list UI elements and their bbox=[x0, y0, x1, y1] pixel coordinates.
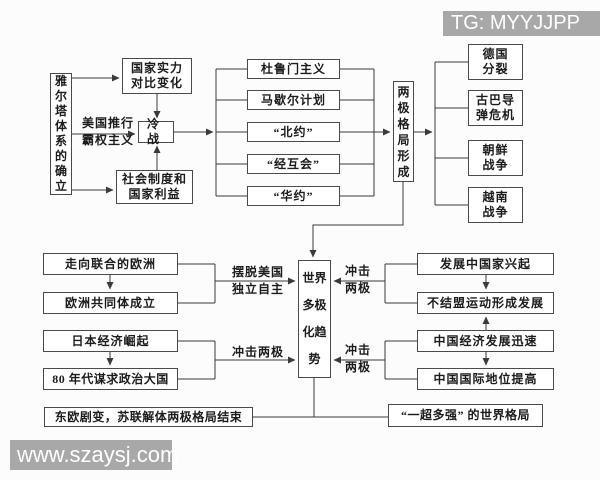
edge-bipolar-to-multipolar bbox=[309, 182, 404, 258]
node-cold-war: 冷战 bbox=[138, 117, 174, 146]
node-china-economy: 中国经济发展迅速 bbox=[417, 330, 554, 352]
node-eastern-europe-upheaval: 东欧剧变，苏联解体两极格局结束 bbox=[44, 407, 253, 427]
node-national-strength: 国家实力 对比变化 bbox=[122, 58, 192, 94]
node-social-system: 社会制度和 国家利益 bbox=[116, 170, 193, 204]
node-korean-war: 朝鲜 战争 bbox=[468, 140, 523, 176]
node-germany-split: 德国 分裂 bbox=[468, 44, 523, 80]
edges-developing bbox=[333, 263, 490, 304]
node-comecon: “经互会” bbox=[247, 154, 340, 174]
node-bipolar-pattern: 两 极 格 局 形 成 bbox=[393, 81, 414, 182]
node-cuban-missile-crisis: 古巴导 弹危机 bbox=[468, 90, 523, 126]
edges-bottom bbox=[253, 378, 388, 418]
node-china-status: 中国国际地位提高 bbox=[417, 368, 554, 390]
label-impact-bipolar-right-top: 冲击 两极 bbox=[344, 264, 371, 295]
edges-europe bbox=[106, 263, 296, 304]
node-marshall-plan: 马歇尔计划 bbox=[247, 90, 340, 110]
edges-japan bbox=[106, 340, 296, 380]
edges-yalta bbox=[72, 74, 136, 194]
node-yalta-system: 雅 尔 塔 体 系 的 确 立 bbox=[50, 73, 72, 195]
label-independence: 摆脱美国 独立自主 bbox=[231, 265, 284, 296]
node-developing-countries: 发展中国家兴起 bbox=[417, 253, 554, 275]
watermark-telegram: TG: MYYJJPP bbox=[443, 11, 600, 36]
label-impact-bipolar-left: 冲击两极 bbox=[231, 345, 284, 359]
node-vietnam-war: 越南 战争 bbox=[468, 187, 523, 223]
edges-consequences bbox=[414, 61, 468, 206]
node-truman-doctrine: 杜鲁门主义 bbox=[247, 59, 340, 79]
label-impact-bipolar-right-bottom: 冲击 两极 bbox=[344, 343, 371, 374]
node-united-europe: 走向联合的欧洲 bbox=[43, 253, 178, 275]
edges-coldwar bbox=[153, 94, 214, 170]
node-warsaw-pact: “华约” bbox=[247, 186, 340, 206]
node-non-aligned-movement: 不结盟运动形成发展 bbox=[417, 292, 554, 314]
node-european-community: 欧洲共同体成立 bbox=[43, 292, 178, 314]
label-us-hegemony: 美国推行 霸权主义 bbox=[81, 116, 134, 147]
edges-measures bbox=[215, 68, 391, 197]
node-japan-economy: 日本经济崛起 bbox=[43, 330, 178, 352]
node-multipolarization: 世界 多极 化趋 势 bbox=[298, 260, 331, 378]
node-one-super-many-strong: “一超多强” 的世界格局 bbox=[388, 404, 543, 427]
node-japan-political-power: 80 年代谋求政治大国 bbox=[43, 368, 178, 390]
node-nato: “北约” bbox=[247, 122, 340, 142]
watermark-website: www.szaysj.com bbox=[10, 440, 178, 470]
edges-china bbox=[333, 316, 490, 380]
